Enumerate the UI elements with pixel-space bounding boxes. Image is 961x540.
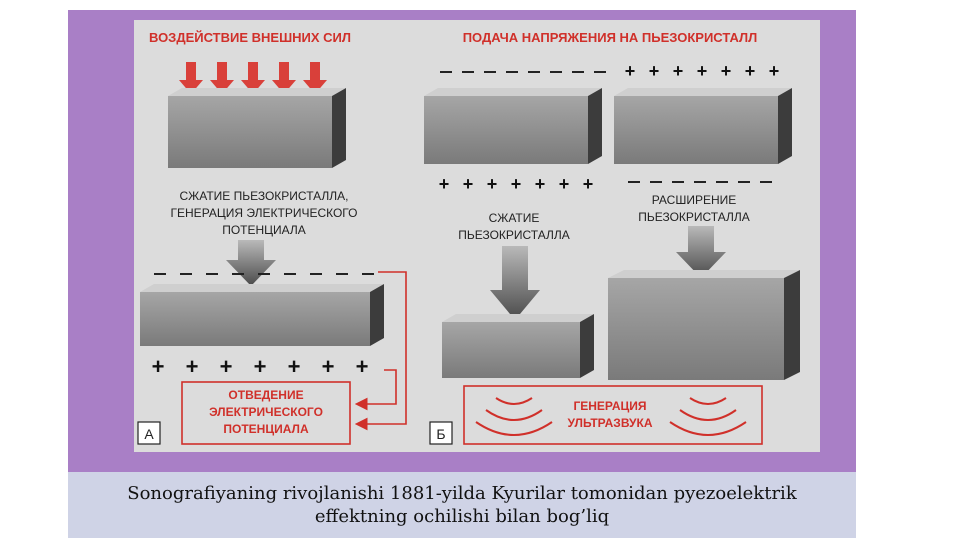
panel-b-letter-box	[429, 421, 453, 445]
big-arrow-b-right	[676, 226, 726, 278]
panel-b-compression-line-2: ПЬЕЗОКРИСТАЛЛА	[458, 228, 570, 242]
output-wires	[354, 271, 407, 431]
crystal-b-left	[424, 88, 602, 164]
ultrasound-box	[463, 385, 763, 445]
panel-b-expansion-label: РАСШИРЕНИЕ ПЬЕЗОКРИСТАЛЛА	[638, 193, 750, 224]
panel-a-output-line-3: ПОТЕНЦИАЛА	[223, 422, 309, 436]
panel-b-ultrasound-line-1: ГЕНЕРАЦИЯ	[573, 399, 646, 413]
svg-text:+: +	[254, 354, 267, 379]
panel-b-compression-line-1: СЖАТИЕ	[489, 211, 540, 225]
caption-text: Sonografiyaning rivojlanishi 1881-yilda …	[127, 483, 797, 527]
panel-b-expansion-line-1: РАСШИРЕНИЕ	[652, 193, 737, 207]
panel-a-output-line-2: ЭЛЕКТРИЧЕСКОГО	[209, 405, 323, 419]
panel-a-compression-label: СЖАТИЕ ПЬЕЗОКРИСТАЛЛА, ГЕНЕРАЦИЯ ЭЛЕКТРИ…	[171, 189, 358, 237]
svg-text:+: +	[583, 174, 594, 194]
panel-a-letter: А	[144, 426, 154, 442]
panel-a-letter-box	[137, 421, 161, 445]
plus-signs-b-top: + + + + + + +	[625, 61, 780, 81]
panel-b-top-label: ПОДАЧА НАПРЯЖЕНИЯ НА ПЬЕЗОКРИСТАЛЛ	[463, 30, 758, 45]
svg-text:+: +	[745, 61, 756, 81]
panel-a-compression-line-3: ПОТЕНЦИАЛА	[222, 223, 306, 237]
crystal-b-expanded	[608, 270, 800, 380]
big-arrow-b-left	[490, 246, 540, 320]
svg-text:+: +	[288, 354, 301, 379]
panel-a-top-label: ВОЗДЕЙСТВИЕ ВНЕШНИХ СИЛ	[149, 30, 351, 45]
panel-b-ultrasound-line-2: УЛЬТРАЗВУКА	[568, 416, 653, 430]
svg-text:+: +	[487, 174, 498, 194]
svg-text:+: +	[697, 61, 708, 81]
panel-a-compression-line-2: ГЕНЕРАЦИЯ ЭЛЕКТРИЧЕСКОГО	[171, 206, 358, 220]
panel-b-compression-label: СЖАТИЕ ПЬЕЗОКРИСТАЛЛА	[458, 211, 570, 242]
svg-text:+: +	[152, 354, 165, 379]
caption-bar: Sonografiyaning rivojlanishi 1881-yilda …	[68, 472, 856, 538]
crystal-b-compressed	[442, 314, 594, 378]
crystal-a-bottom	[140, 284, 384, 346]
panel-b-ultrasound-label: ГЕНЕРАЦИЯ УЛЬТРАЗВУКА	[568, 399, 653, 430]
panel-a-compression-line-1: СЖАТИЕ ПЬЕЗОКРИСТАЛЛА,	[180, 189, 349, 203]
svg-text:+: +	[721, 61, 732, 81]
piezo-diagram: ВОЗДЕЙСТВИЕ ВНЕШНИХ СИЛ СЖАТИЕ ПЬЕЗОКРИС…	[134, 20, 820, 452]
svg-text:+: +	[511, 174, 522, 194]
panel-a-output-label: ОТВЕДЕНИЕ ЭЛЕКТРИЧЕСКОГО ПОТЕНЦИАЛА	[209, 388, 323, 436]
big-arrow-a	[226, 240, 276, 286]
sound-waves-right	[669, 397, 747, 436]
svg-text:+: +	[625, 61, 636, 81]
panel-a-output-line-1: ОТВЕДЕНИЕ	[228, 388, 303, 402]
svg-text:+: +	[356, 354, 369, 379]
svg-text:+: +	[559, 174, 570, 194]
crystal-a-top	[168, 88, 346, 168]
plus-signs-b-bottom: + + + + + + +	[439, 174, 594, 194]
svg-text:+: +	[673, 61, 684, 81]
panel-b-letter: Б	[436, 426, 445, 442]
svg-text:+: +	[186, 354, 199, 379]
svg-text:+: +	[220, 354, 233, 379]
panel-b-expansion-line-2: ПЬЕЗОКРИСТАЛЛА	[638, 210, 750, 224]
svg-text:+: +	[463, 174, 474, 194]
svg-text:+: +	[439, 174, 450, 194]
svg-text:+: +	[649, 61, 660, 81]
force-arrows	[179, 62, 327, 94]
sound-waves-left	[475, 397, 553, 436]
svg-text:+: +	[535, 174, 546, 194]
svg-text:+: +	[322, 354, 335, 379]
crystal-b-right	[614, 88, 792, 164]
svg-text:+: +	[769, 61, 780, 81]
output-box	[181, 381, 351, 445]
plus-signs-a: + + + + + + +	[152, 354, 369, 379]
